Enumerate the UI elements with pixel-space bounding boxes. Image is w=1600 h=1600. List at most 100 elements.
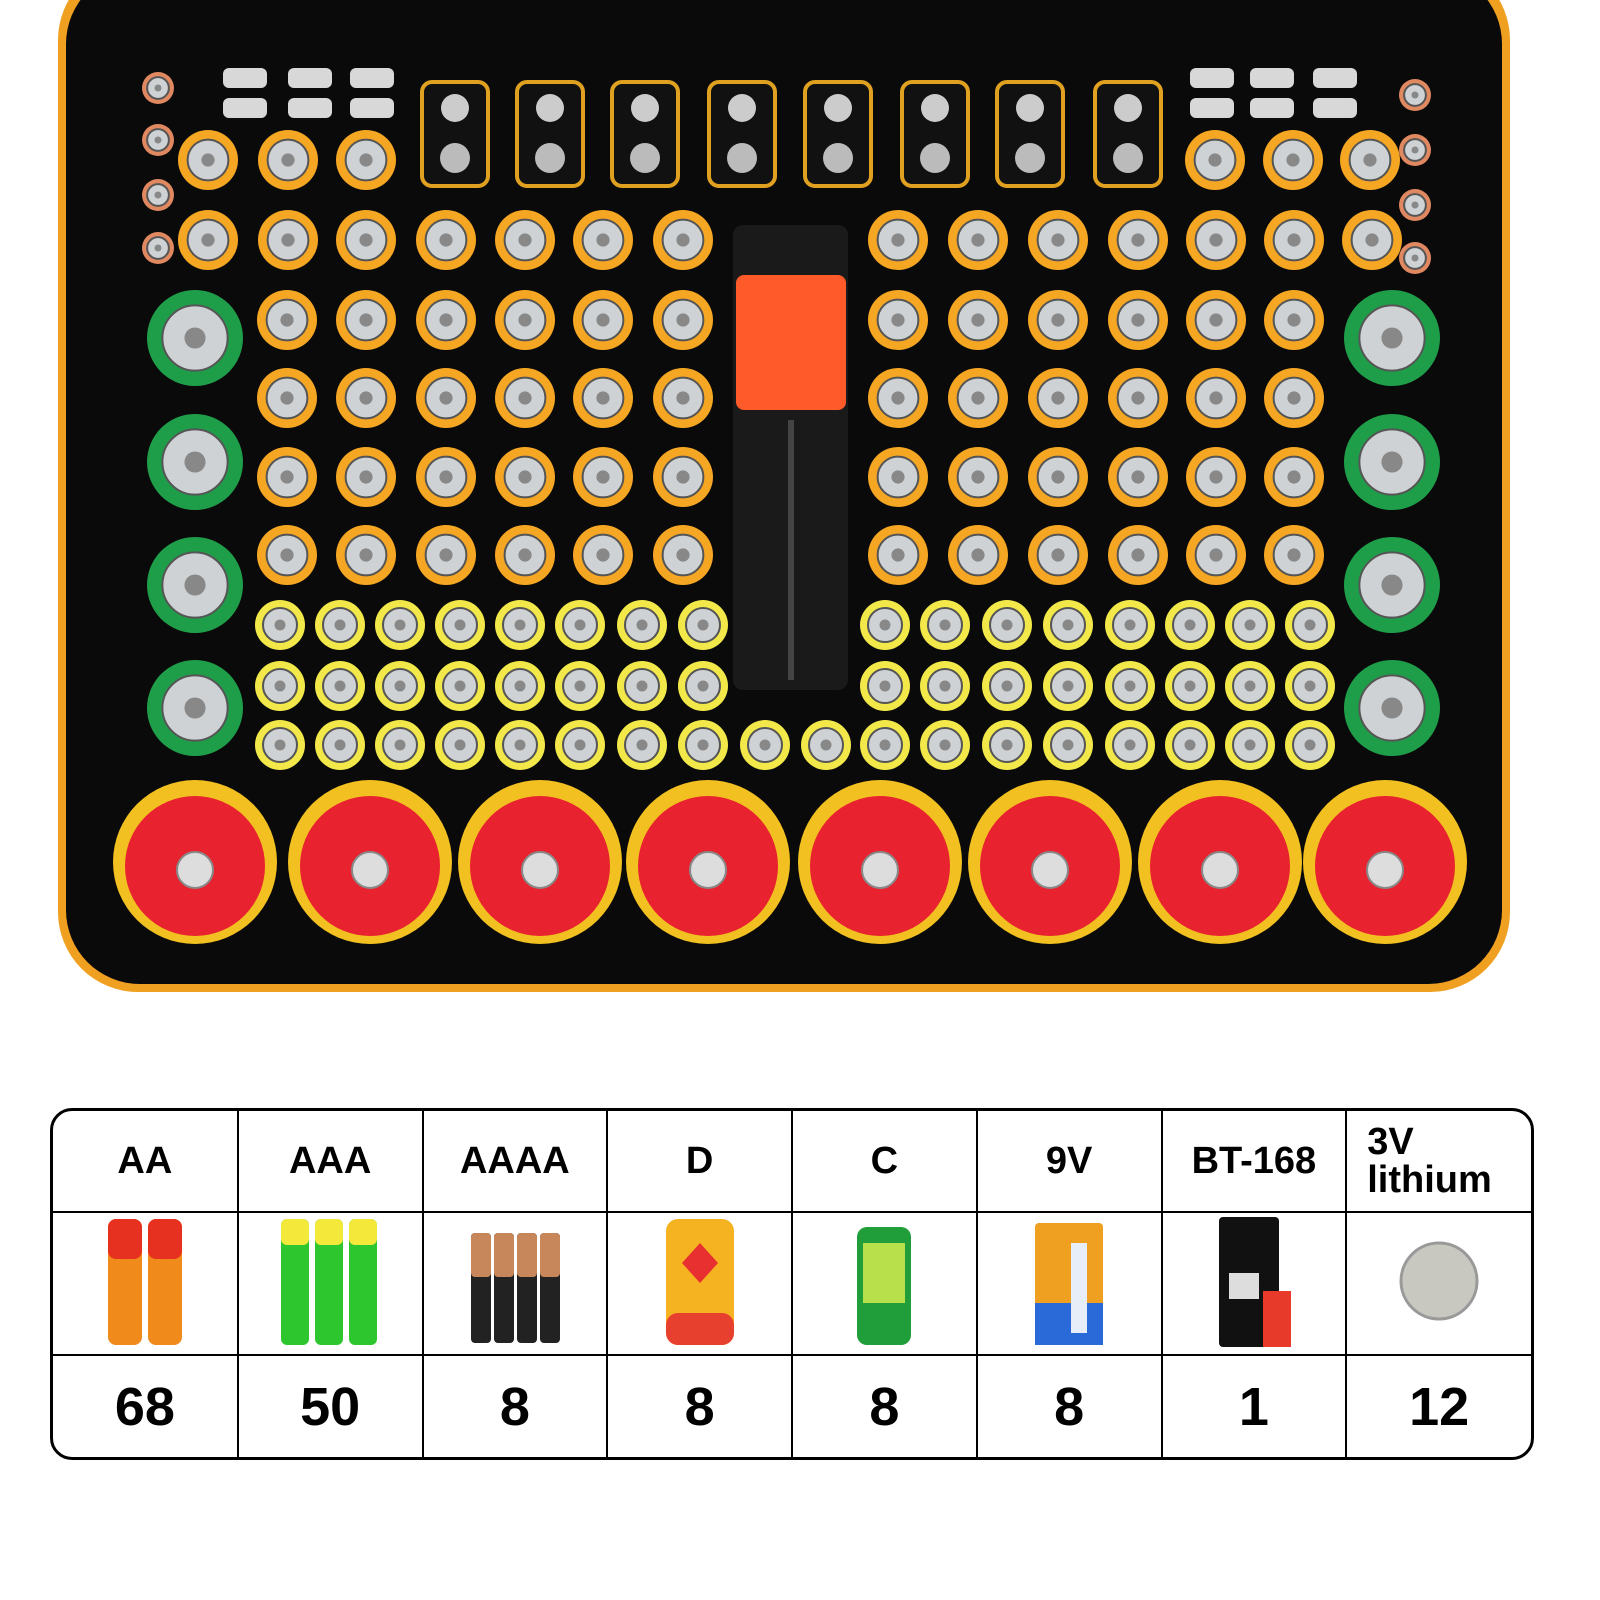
9v-battery [610, 80, 680, 188]
d-battery-terminal [1366, 851, 1404, 889]
aa-battery-terminal-center [518, 313, 532, 327]
aaa-battery-terminal-center [636, 619, 648, 631]
c-battery-terminal-center [184, 451, 206, 473]
9v-battery [515, 80, 585, 188]
button-cell [1313, 98, 1357, 118]
aa-battery-terminal-center [1209, 391, 1223, 405]
aaa-battery-terminal-center [939, 680, 951, 692]
aa-battery-terminal-center [518, 470, 532, 484]
9v-terminal-positive [441, 94, 469, 122]
9v-terminal-positive [824, 94, 852, 122]
aaa-battery-terminal-center [514, 680, 526, 692]
aa-battery-terminal-center [1287, 470, 1301, 484]
coin-cell-terminal-center [154, 84, 162, 92]
header-aaa: AAA [236, 1111, 424, 1213]
aa-battery-terminal-center [439, 391, 453, 405]
9v-battery [707, 80, 777, 188]
aaa-battery-terminal-center [1244, 619, 1256, 631]
aa-battery-terminal-center [971, 548, 985, 562]
aaa-battery-terminal-center [1124, 680, 1136, 692]
aa-battery-terminal-center [201, 153, 215, 167]
button-cell [350, 68, 394, 88]
aa-battery-terminal-center [1287, 391, 1301, 405]
button-cell [1313, 68, 1357, 88]
aaa-battery-terminal-center [1124, 619, 1136, 631]
aaa-battery-terminal-center [574, 739, 586, 751]
aaa-battery-terminal-center [574, 619, 586, 631]
c-battery-terminal-center [184, 574, 206, 596]
aaa-battery-terminal-center [879, 680, 891, 692]
count-aaaa: 8 [421, 1354, 609, 1457]
count-bt168: 1 [1160, 1354, 1348, 1457]
aa-battery-terminal-center [891, 313, 905, 327]
9v-terminal-positive [921, 94, 949, 122]
aa-battery-terminal-center [1286, 153, 1300, 167]
9v-terminal-positive [1016, 94, 1044, 122]
aa-battery-terminal-center [676, 233, 690, 247]
aa-battery-terminal-center [280, 391, 294, 405]
aaa-battery-terminal-center [334, 619, 346, 631]
aa-battery-terminal-center [439, 233, 453, 247]
aa-battery-terminal-center [359, 548, 373, 562]
9v-battery [803, 80, 873, 188]
d-battery-terminal [521, 851, 559, 889]
coin-cell-terminal-center [1411, 146, 1419, 154]
aa-battery-terminal-center [280, 548, 294, 562]
aaa-battery-terminal-center [274, 739, 286, 751]
aa-battery-terminal-center [439, 313, 453, 327]
aa-battery-terminal-center [280, 313, 294, 327]
aa-battery-terminal-center [1208, 153, 1222, 167]
aaa-battery-terminal-center [1062, 739, 1074, 751]
count-d: 8 [606, 1354, 793, 1457]
aa-battery-terminal-center [971, 391, 985, 405]
aaa-battery-terminal-center [1001, 680, 1013, 692]
c-battery-terminal-center [1381, 697, 1403, 719]
aa-battery-terminal-center [359, 233, 373, 247]
aaa-battery-terminal-center [939, 619, 951, 631]
header-aa: AA [53, 1111, 239, 1213]
button-cell [1190, 68, 1234, 88]
aaa-battery-terminal-center [394, 680, 406, 692]
9v-battery [900, 80, 970, 188]
cell-c-image [791, 1211, 978, 1356]
d-battery-terminal [689, 851, 727, 889]
aa-battery-terminal-center [596, 548, 610, 562]
aaa-battery-terminal-center [1062, 680, 1074, 692]
battery-capacity-table: AA AAA AAAA D C 9V BT-168 3V lithium 68 … [50, 1108, 1534, 1460]
9v-terminal-positive [728, 94, 756, 122]
aaa-battery-terminal-center [274, 680, 286, 692]
aaa-battery-terminal-center [1304, 739, 1316, 751]
aa-battery-terminal-center [1131, 313, 1145, 327]
cell-d-image [606, 1211, 793, 1356]
coin-cell-terminal-center [154, 136, 162, 144]
cell-9v-image [975, 1211, 1163, 1356]
aaaa-battery-icon [470, 1233, 560, 1343]
aa-battery-terminal-center [1051, 470, 1065, 484]
aaa-battery-terminal-center [1244, 680, 1256, 692]
9v-terminal-positive [631, 94, 659, 122]
aa-battery-terminal-center [518, 548, 532, 562]
aaa-battery-terminal-center [1244, 739, 1256, 751]
aa-battery-terminal-center [891, 548, 905, 562]
aaa-battery-terminal-center [394, 619, 406, 631]
aa-battery-terminal-center [1287, 313, 1301, 327]
header-3v-lithium: 3V lithium [1345, 1111, 1531, 1213]
c-battery-terminal-center [1381, 327, 1403, 349]
count-9v: 8 [975, 1354, 1163, 1457]
aa-battery-icon [107, 1219, 182, 1345]
c-battery-terminal-center [184, 327, 206, 349]
coin-cell-terminal-center [1411, 254, 1419, 262]
9v-terminal-negative [535, 143, 565, 173]
d-battery-terminal [351, 851, 389, 889]
button-cell [1250, 98, 1294, 118]
aa-battery-terminal-center [971, 470, 985, 484]
aaa-battery-terminal-center [636, 680, 648, 692]
aa-battery-terminal-center [596, 470, 610, 484]
aa-battery-terminal-center [1365, 233, 1379, 247]
button-cell [223, 98, 267, 118]
table-header-row: AA AAA AAAA D C 9V BT-168 3V lithium [53, 1111, 1531, 1213]
aaa-battery-terminal-center [697, 680, 709, 692]
aaa-battery-terminal-center [454, 619, 466, 631]
aaa-battery-terminal-center [759, 739, 771, 751]
aa-battery-terminal-center [596, 313, 610, 327]
